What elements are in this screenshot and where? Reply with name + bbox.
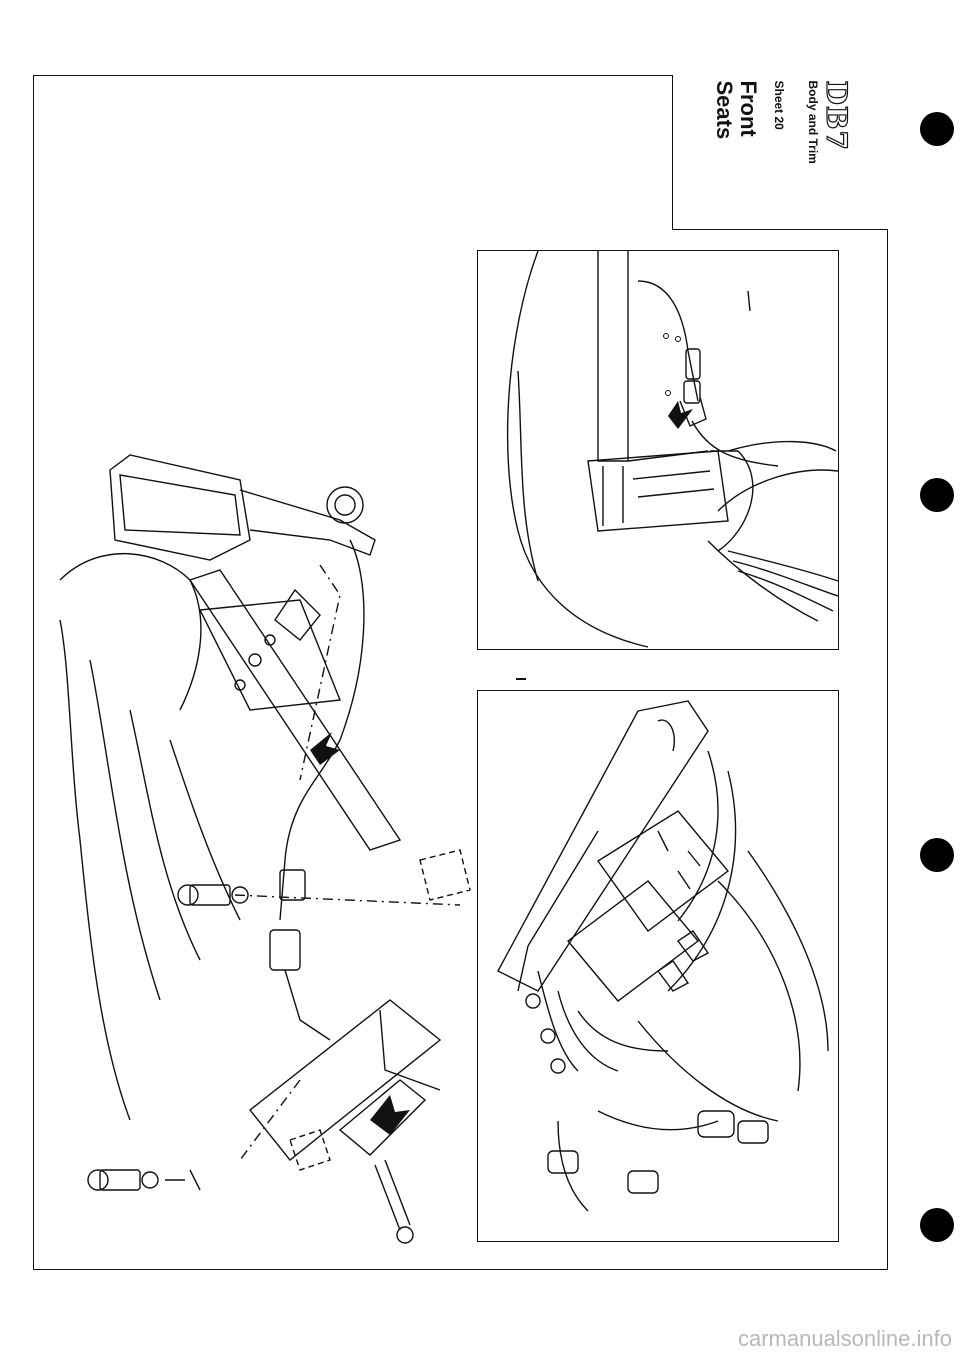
seat-exploded-view <box>59 454 471 1244</box>
harness-detail-illustration <box>497 700 829 1212</box>
section-label: Body and Trim <box>805 80 820 164</box>
main-seat-illustration <box>40 240 480 1260</box>
arrow-icon <box>668 401 693 429</box>
harness-detail-panel <box>477 690 839 1242</box>
connector-detail-panel <box>477 250 839 650</box>
separator-mark <box>516 678 526 680</box>
arrow-icon <box>370 1095 410 1135</box>
sheet-border <box>33 75 888 1270</box>
binder-hole <box>920 112 954 146</box>
binder-hole <box>920 838 954 872</box>
title-block-rotated: DB7 Body and Trim Sheet 20 Front Seats <box>673 75 889 230</box>
arrow-icon <box>310 732 340 765</box>
page-title-front: Front <box>735 80 761 137</box>
binder-hole <box>920 1208 954 1242</box>
sheet-number: Sheet 20 <box>771 80 786 130</box>
page-title-seats: Seats <box>711 80 737 140</box>
title-block: DB7 Body and Trim Sheet 20 Front Seats <box>672 75 888 230</box>
watermark: carmanualsonline.info <box>737 1326 952 1351</box>
connector-detail-illustration <box>506 251 838 648</box>
binder-hole <box>920 478 954 512</box>
db7-logo: DB7 <box>819 80 853 152</box>
